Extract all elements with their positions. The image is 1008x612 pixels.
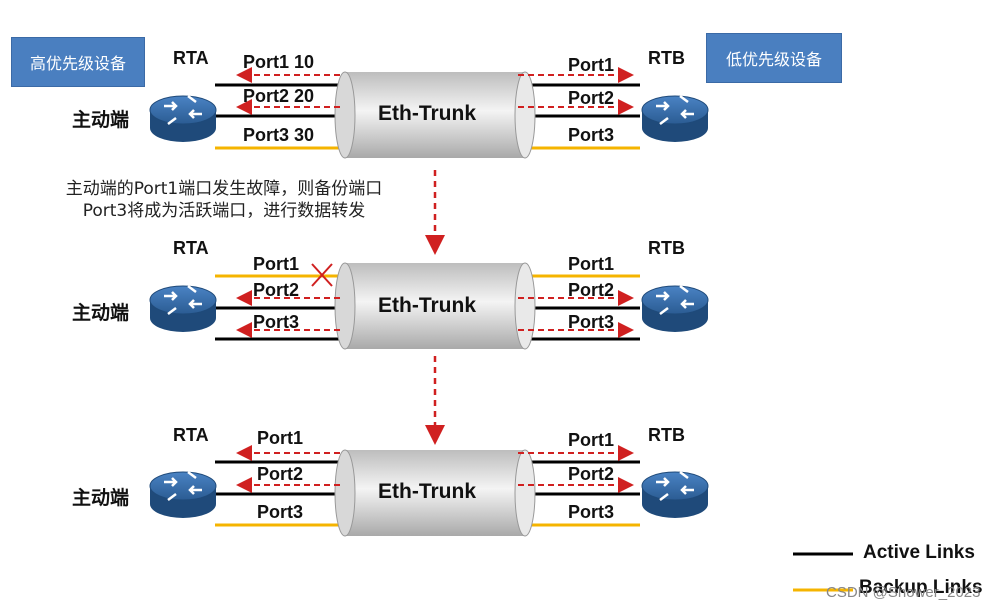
- eth-trunk-cylinder: [334, 71, 536, 159]
- rtb-port1-label: Port1: [568, 430, 615, 450]
- watermark: CSDN @Shower_2023: [826, 584, 981, 601]
- eth-trunk-label: Eth-Trunk: [378, 102, 476, 125]
- legend-backup-label: Backup Links: [859, 577, 983, 598]
- rta-port1-label: Port1: [257, 428, 304, 448]
- rta-port2-label: Port2: [257, 464, 304, 484]
- router-rtb-icon: [641, 471, 709, 518]
- port2-priority-label: Port2 20: [243, 86, 315, 106]
- failover-note-line-2: Port3将成为活跃端口，进行数据转发: [82, 201, 366, 221]
- rtb-label: RTB: [648, 425, 685, 445]
- eth-trunk-cylinder: [334, 449, 536, 537]
- failure-x-icon: [311, 263, 333, 287]
- low-priority-tag: 低优先级设备: [706, 33, 842, 83]
- rtb-label: RTB: [648, 48, 685, 68]
- rta-port2-label: Port2: [253, 280, 300, 300]
- rtb-port2-label: Port2: [568, 464, 615, 484]
- high-priority-label: 高优先级设备: [29, 54, 126, 73]
- eth-trunk-cylinder: [334, 262, 536, 350]
- scenario-3: [149, 445, 709, 537]
- port3-priority-label: Port3 30: [243, 125, 315, 145]
- high-priority-tag: 高优先级设备: [11, 37, 145, 87]
- legend-active-label: Active Links: [863, 542, 975, 563]
- scenario-1: [149, 67, 709, 159]
- rtb-port3-label: Port3: [568, 502, 615, 522]
- eth-trunk-label: Eth-Trunk: [378, 294, 476, 317]
- port1-priority-label: Port1 10: [243, 52, 315, 72]
- router-rta-icon: [149, 285, 217, 332]
- rtb-port3-label: Port3: [568, 312, 615, 332]
- rtb-port2-label: Port2: [568, 280, 615, 300]
- rtb-port1-label: Port1: [568, 55, 615, 75]
- low-priority-label: 低优先级设备: [725, 50, 822, 69]
- rtb-port2-label: Port2: [568, 88, 615, 108]
- router-rtb-icon: [641, 95, 709, 142]
- actor-label: 主动端: [72, 109, 130, 131]
- router-rta-icon: [149, 95, 217, 142]
- scenario-2: [149, 262, 709, 350]
- actor-label: 主动端: [72, 302, 130, 324]
- rtb-label: RTB: [648, 238, 685, 258]
- failover-note: 主动端的Port1端口发生故障，则备份端口 Port3将成为活跃端口，进行数据转…: [14, 178, 434, 222]
- rta-label: RTA: [173, 238, 209, 258]
- router-rta-icon: [149, 471, 217, 518]
- rtb-port3-label: Port3: [568, 125, 615, 145]
- eth-trunk-label: Eth-Trunk: [378, 480, 476, 503]
- rta-port1-label: Port1: [253, 254, 300, 274]
- actor-label: 主动端: [72, 487, 130, 509]
- rta-port3-label: Port3: [257, 502, 304, 522]
- rta-label: RTA: [173, 425, 209, 445]
- rta-port3-label: Port3: [253, 312, 300, 332]
- rtb-port1-label: Port1: [568, 254, 615, 274]
- failover-note-line-1: 主动端的Port1端口发生故障，则备份端口: [65, 179, 383, 199]
- rta-label: RTA: [173, 48, 209, 68]
- router-rtb-icon: [641, 285, 709, 332]
